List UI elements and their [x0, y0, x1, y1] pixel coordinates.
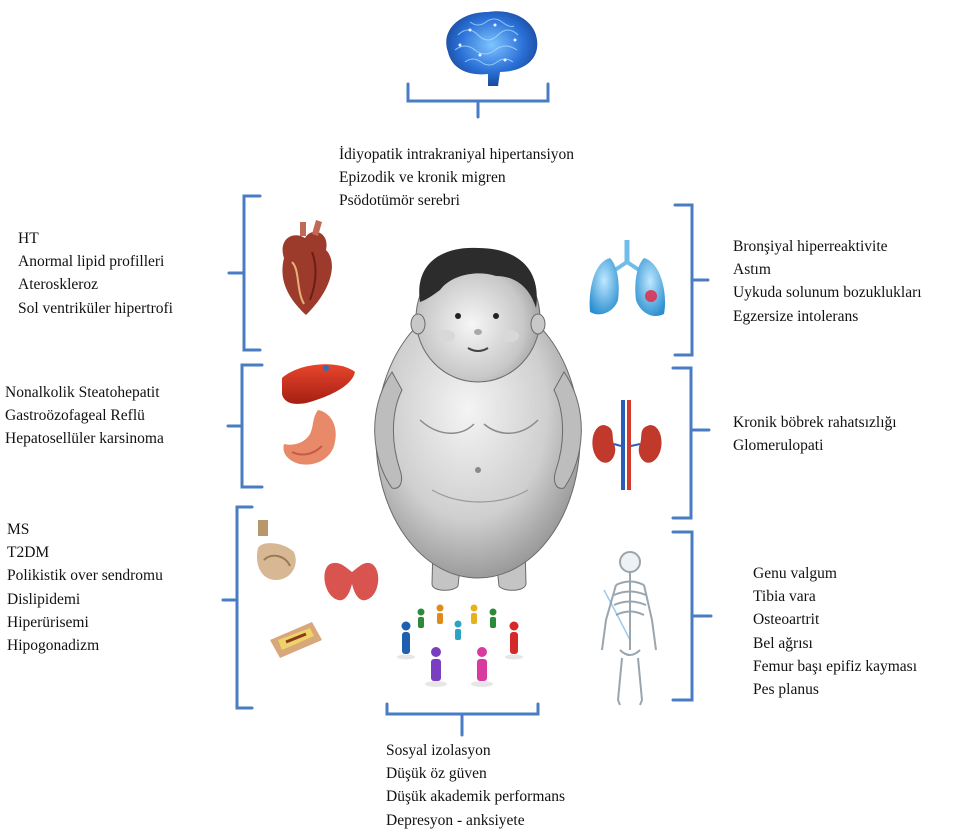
musculoskeletal-item: Femur başı epifiz kayması [753, 655, 917, 678]
musculoskeletal-item: Osteoartrit [753, 608, 917, 631]
musculoskeletal-list: Genu valgum Tibia vara Osteoartrit Bel a… [753, 562, 917, 701]
obese-child-figure [375, 248, 582, 590]
bracket-neuro [408, 84, 548, 117]
gastro-list: Nonalkolik Steatohepatit Gastroözofageal… [5, 381, 164, 451]
brain-icon [446, 11, 537, 86]
cardio-item: Sol ventriküler hipertrofi [18, 297, 173, 320]
renal-item: Glomerulopati [733, 434, 897, 457]
bracket-psychosocial [387, 704, 538, 735]
kidneys-icon [592, 400, 661, 490]
psychosocial-item: Depresyon - anksiyete [386, 809, 565, 832]
musculoskeletal-item: Pes planus [753, 678, 917, 701]
bracket-cardio [229, 196, 260, 350]
bracket-musculoskeletal [673, 532, 711, 700]
heart-icon [282, 220, 332, 315]
pulmonary-item: Uykuda solunum bozuklukları [733, 281, 922, 304]
gastro-item: Gastroözofageal Reflü [5, 404, 164, 427]
neuro-item: İdiyopatik intrakraniyal hipertansiyon [339, 143, 574, 166]
cardio-item: Ateroskleroz [18, 273, 173, 296]
musculoskeletal-item: Bel ağrısı [753, 632, 917, 655]
skeleton-icon [602, 552, 656, 705]
person [510, 622, 519, 655]
pancreas-icon [257, 520, 296, 580]
people-group-icon [397, 605, 523, 688]
renal-list: Kronik böbrek rahatsızlığı Glomerulopati [733, 411, 897, 457]
endocrine-item: Hiperürisemi [7, 611, 163, 634]
bracket-gastro [228, 365, 262, 487]
lungs-icon [590, 240, 665, 316]
bracket-endocrine [223, 507, 252, 708]
renal-item: Kronik böbrek rahatsızlığı [733, 411, 897, 434]
bracket-pulmonary [675, 205, 708, 355]
neuro-list: İdiyopatik intrakraniyal hipertansiyon E… [339, 143, 574, 213]
neuro-item: Psödotümör serebri [339, 189, 574, 212]
endocrine-item: MS [7, 518, 163, 541]
musculoskeletal-item: Genu valgum [753, 562, 917, 585]
artery-plaque-icon [270, 622, 322, 658]
person [418, 609, 425, 629]
endocrine-item: Dislipidemi [7, 588, 163, 611]
psychosocial-item: Düşük öz güven [386, 762, 565, 785]
musculoskeletal-item: Tibia vara [753, 585, 917, 608]
pulmonary-item: Astım [733, 258, 922, 281]
gastro-item: Nonalkolik Steatohepatit [5, 381, 164, 404]
endocrine-item: T2DM [7, 541, 163, 564]
gastro-item: Hepatosellüler karsinoma [5, 427, 164, 450]
psychosocial-item: Sosyal izolasyon [386, 739, 565, 762]
liver-icon [282, 364, 355, 404]
person [431, 647, 441, 681]
cardio-list: HT Anormal lipid profilleri Ateroskleroz… [18, 227, 173, 320]
neuro-item: Epizodik ve kronik migren [339, 166, 574, 189]
cardio-item: Anormal lipid profilleri [18, 250, 173, 273]
person [477, 647, 487, 681]
psychosocial-item: Düşük akademik performans [386, 785, 565, 808]
endocrine-item: Polikistik over sendromu [7, 564, 163, 587]
bracket-renal [673, 368, 709, 518]
stomach-icon [283, 410, 335, 465]
endocrine-list: MS T2DM Polikistik over sendromu Dislipi… [7, 518, 163, 657]
person [490, 609, 497, 629]
endocrine-item: Hipogonadizm [7, 634, 163, 657]
pulmonary-item: Egzersize intolerans [733, 305, 922, 328]
person [437, 605, 444, 625]
person [402, 622, 411, 655]
cardio-item: HT [18, 227, 173, 250]
person [455, 621, 462, 641]
pulmonary-item: Bronşiyal hiperreaktivite [733, 235, 922, 258]
thyroid-icon [324, 563, 378, 600]
psychosocial-list: Sosyal izolasyon Düşük öz güven Düşük ak… [386, 739, 565, 832]
person [471, 605, 478, 625]
pulmonary-list: Bronşiyal hiperreaktivite Astım Uykuda s… [733, 235, 922, 328]
